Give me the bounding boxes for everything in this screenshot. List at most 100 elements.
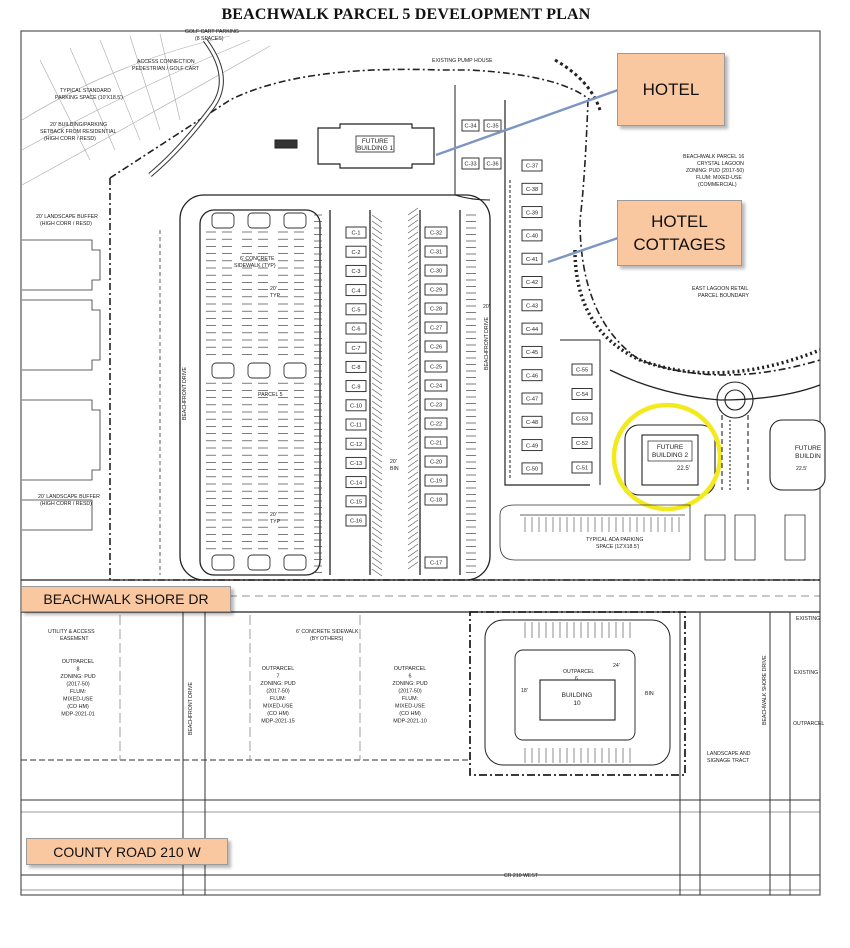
cottage-c-24: C-24	[424, 379, 448, 392]
cottage-c-12: C-12	[345, 437, 367, 450]
note-setback-3: (HIGH CORR / RESD)	[44, 136, 96, 142]
svg-text:FLUM:: FLUM:	[270, 696, 286, 702]
svg-text:(2017-50): (2017-50)	[398, 689, 422, 695]
svg-text:C-48: C-48	[526, 420, 538, 426]
cottage-c-13: C-13	[345, 456, 367, 469]
cottage-c-10: C-10	[345, 399, 367, 412]
svg-text:C-29: C-29	[430, 288, 442, 294]
future-building-east-label-line2: BUILDIN	[795, 453, 821, 460]
svg-text:C-43: C-43	[526, 304, 538, 310]
cottage-c-55: C-55	[571, 363, 593, 376]
svg-text:MDP-2021-01: MDP-2021-01	[61, 712, 95, 718]
cottage-c-21: C-21	[424, 436, 448, 449]
svg-text:7: 7	[277, 674, 280, 680]
cottage-c-6: C-6	[345, 322, 367, 335]
svg-text:C-14: C-14	[350, 480, 362, 486]
svg-text:C-5: C-5	[351, 308, 360, 314]
note-sidewalk-others-1: 6' CONCRETE SIDEWALK	[296, 629, 359, 635]
residential-buildings	[22, 230, 161, 575]
note-outparcel-6-number: 6	[575, 676, 578, 682]
svg-text:FLUM:: FLUM:	[70, 689, 86, 695]
svg-text:ZONING: PUD: ZONING: PUD	[392, 681, 427, 687]
note-parcel-5: PARCEL 5	[258, 392, 283, 398]
svg-text:C-2: C-2	[351, 250, 360, 256]
note-typ-parking-1: TYPICAL STANDARD	[60, 88, 111, 94]
note-buffer-top-1: 20' LANDSCAPE BUFFER	[36, 214, 98, 220]
note-buffer-bottom-2: (HIGH CORR / RESD)	[40, 501, 92, 507]
svg-text:C-40: C-40	[526, 234, 538, 240]
svg-text:C-22: C-22	[430, 422, 442, 428]
note-20-east: 20'	[483, 304, 490, 310]
note-cr-label: CR 210 WEST	[504, 873, 539, 879]
svg-text:OUTPARCEL: OUTPARCEL	[262, 666, 295, 672]
future-building-1-label-line1: FUTURE	[362, 138, 389, 145]
lower-roads	[21, 612, 820, 895]
note-pump-house: EXISTING PUMP HOUSE	[432, 58, 493, 64]
outparcel-6-site	[469, 611, 686, 776]
cottage-c-5: C-5	[345, 303, 367, 316]
note-bin-op6: BIN	[645, 691, 654, 697]
svg-text:C-37: C-37	[526, 164, 538, 170]
svg-text:C-15: C-15	[350, 500, 362, 506]
roundabouts	[716, 381, 826, 491]
cottage-c-3: C-3	[345, 264, 367, 277]
svg-text:C-49: C-49	[526, 443, 538, 449]
landscape-islands	[211, 212, 307, 571]
svg-text:C-27: C-27	[430, 326, 442, 332]
dimension-22-5: 22.5'	[677, 466, 690, 472]
svg-text:C-42: C-42	[526, 280, 538, 286]
svg-text:C-35: C-35	[486, 124, 498, 130]
cottage-c-50: C-50	[521, 462, 543, 475]
note-access-1: ACCESS CONNECTION	[137, 59, 195, 65]
svg-text:C-1: C-1	[351, 231, 360, 237]
note-front-drive-east: BEACHFRONT DRIVE	[484, 317, 490, 370]
cottage-c-22: C-22	[424, 417, 448, 430]
svg-text:C-53: C-53	[576, 417, 588, 423]
note-dim-24: 24'	[613, 663, 620, 669]
cottage-c-32: C-32	[424, 226, 448, 239]
cottage-c-23: C-23	[424, 398, 448, 411]
cottage-c-8: C-8	[345, 360, 367, 373]
building-10-label-line2: 10	[573, 700, 581, 707]
note-shore-drive-vertical: BEACHWALK SHORE DRIVE	[762, 655, 768, 725]
svg-text:C-55: C-55	[576, 368, 588, 374]
svg-text:C-44: C-44	[526, 327, 538, 333]
diagonal-parking	[371, 207, 419, 577]
svg-text:(CO HM): (CO HM)	[67, 704, 89, 710]
cottage-c-14: C-14	[345, 476, 367, 489]
cottage-c-40: C-40	[521, 229, 543, 242]
cottage-c-34: C-34	[461, 119, 480, 132]
note-typ-parking-2: PARKING SPACE (10'X18.5')	[55, 95, 123, 101]
cottage-c-38: C-38	[521, 182, 543, 195]
svg-text:C-17: C-17	[430, 561, 442, 567]
svg-text:C-8: C-8	[351, 365, 360, 371]
note-bw-parcel-2: CRYSTAL LAGOON	[697, 161, 744, 167]
note-east-lagoon-1: EAST LAGOON RETAIL	[692, 286, 748, 292]
svg-text:C-20: C-20	[430, 460, 442, 466]
note-landscape-tract-1: LANDSCAPE AND	[707, 751, 751, 757]
note-20-center: 20'	[390, 459, 397, 465]
future-building-2-label-line1: FUTURE	[657, 444, 684, 451]
cottage-c-25: C-25	[424, 360, 448, 373]
svg-text:C-36: C-36	[486, 162, 498, 168]
svg-text:(2017-50): (2017-50)	[266, 689, 290, 695]
cottage-c-28: C-28	[424, 302, 448, 315]
note-landscape-tract-2: SIGNAGE TRACT	[707, 758, 750, 764]
svg-text:C-26: C-26	[430, 345, 442, 351]
cottage-c-33: C-33	[461, 157, 480, 170]
cottage-c-41: C-41	[521, 252, 543, 265]
svg-text:C-6: C-6	[351, 327, 360, 333]
svg-text:C-24: C-24	[430, 384, 442, 390]
svg-text:C-39: C-39	[526, 210, 538, 216]
svg-text:C-30: C-30	[430, 269, 442, 275]
cottage-c-17: C-17	[424, 556, 448, 569]
svg-text:C-47: C-47	[526, 397, 538, 403]
note-access-2: PEDESTRIAN / GOLF CART	[132, 66, 200, 72]
svg-text:FLUM:: FLUM:	[402, 696, 418, 702]
cottage-c-46: C-46	[521, 369, 543, 382]
note-buffer-bottom-1: 20' LANDSCAPE BUFFER	[38, 494, 100, 500]
beachwalk-shore-dr-text: BEACHWALK SHORE DR	[43, 591, 209, 607]
svg-text:C-10: C-10	[350, 404, 362, 410]
